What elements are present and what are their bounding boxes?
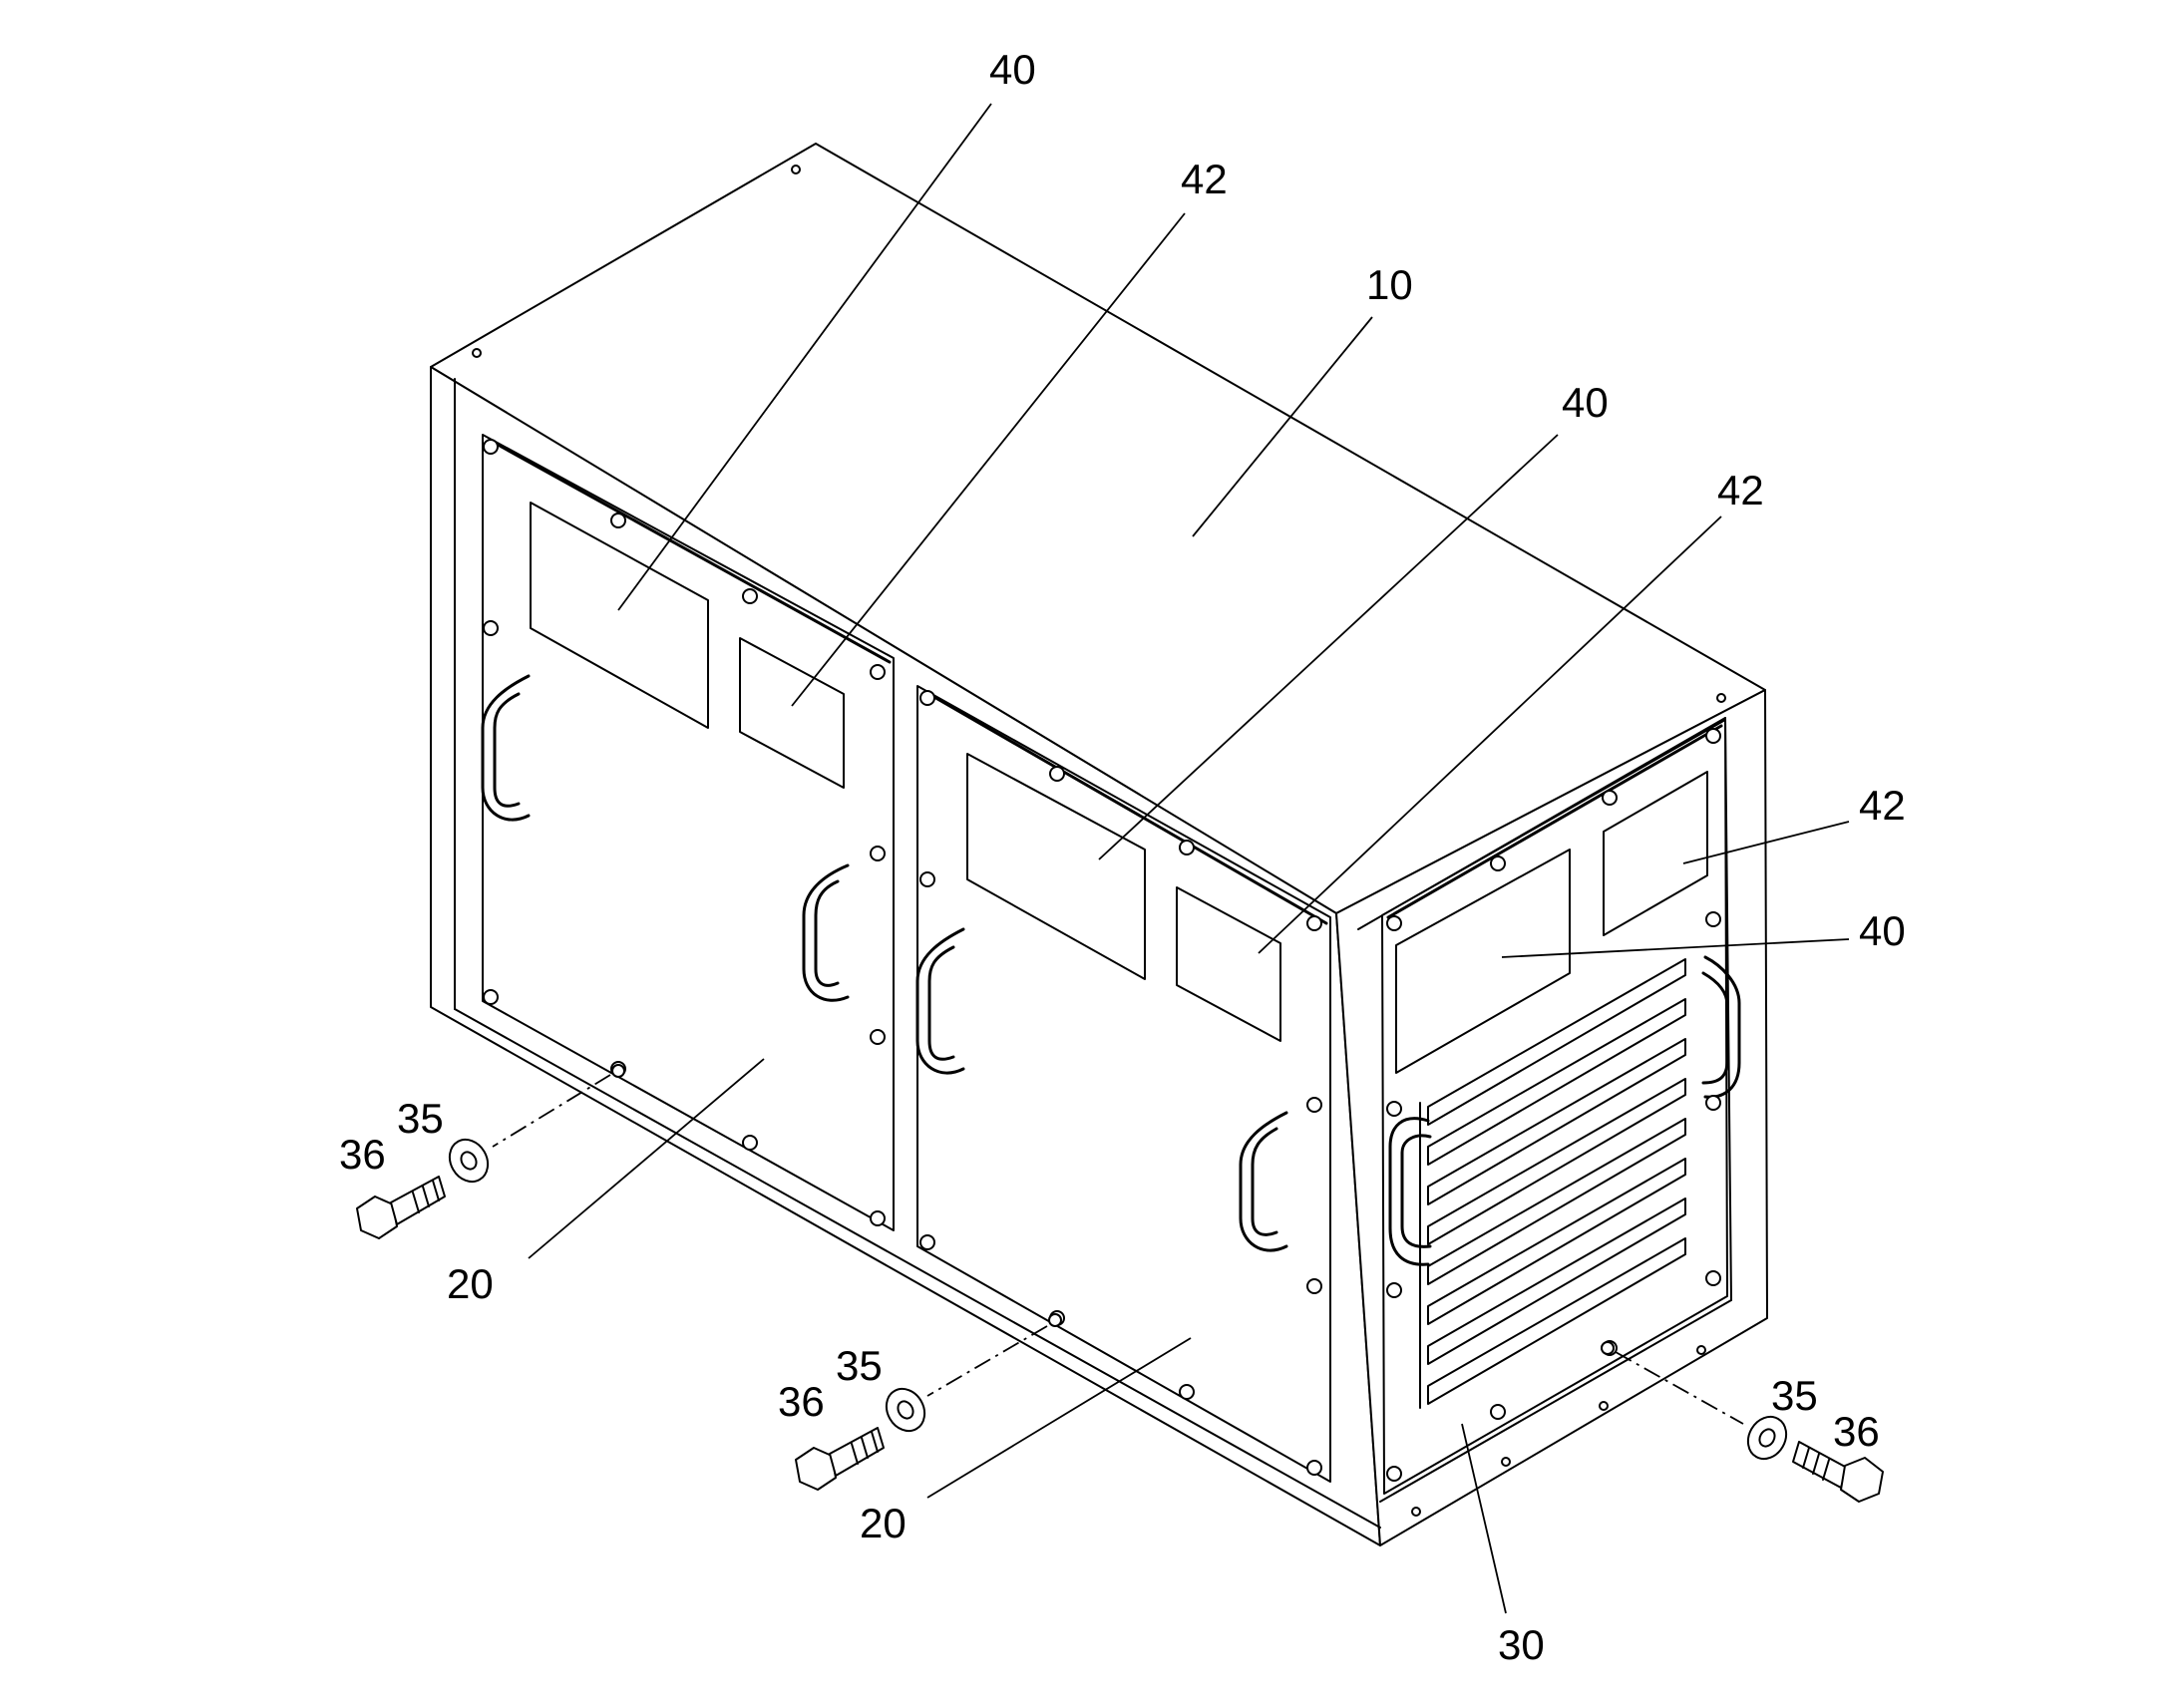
side-panel-left	[481, 434, 895, 1231]
label-40-end: 40	[1859, 907, 1906, 954]
label-40-top: 40	[989, 46, 1036, 93]
small-plate-left	[739, 637, 845, 789]
bolt-icon	[356, 1176, 446, 1239]
fastener-group-middle	[795, 1325, 1048, 1491]
label-30: 30	[1498, 1621, 1545, 1668]
louvers	[1419, 958, 1686, 1409]
label-20-left: 20	[447, 1260, 494, 1307]
side-panel-right	[915, 685, 1331, 1483]
small-plate-right	[1176, 886, 1281, 1042]
label-20-middle: 20	[860, 1500, 907, 1546]
label-35-middle: 35	[836, 1342, 883, 1389]
label-42-end: 42	[1859, 782, 1906, 829]
fastener-group-left	[356, 1074, 611, 1239]
large-plate-end	[1395, 849, 1571, 1074]
label-36-middle: 36	[778, 1378, 825, 1425]
label-40-middle: 40	[1562, 379, 1609, 426]
fastener-group-right	[1615, 1351, 1884, 1503]
panel-bolts-left	[483, 439, 886, 1226]
label-36-left: 36	[339, 1131, 386, 1178]
bolt-icon	[795, 1427, 885, 1491]
bolt-icon	[1792, 1441, 1884, 1503]
leader-lines	[528, 103, 1850, 1614]
label-35-right: 35	[1771, 1372, 1818, 1419]
label-10: 10	[1366, 261, 1413, 308]
end-panel	[1381, 719, 1741, 1517]
reference-labels: 40 42 10 40 42 42 40 35 36 20 35 36 20 3…	[339, 46, 1906, 1668]
large-plate-right	[966, 753, 1146, 980]
small-plate-end	[1603, 771, 1708, 936]
label-42-middle: 42	[1717, 467, 1764, 513]
label-36-right: 36	[1833, 1408, 1880, 1455]
end-panel-bolts	[1386, 728, 1721, 1482]
label-35-left: 35	[397, 1095, 444, 1142]
label-42-top: 42	[1181, 156, 1228, 202]
